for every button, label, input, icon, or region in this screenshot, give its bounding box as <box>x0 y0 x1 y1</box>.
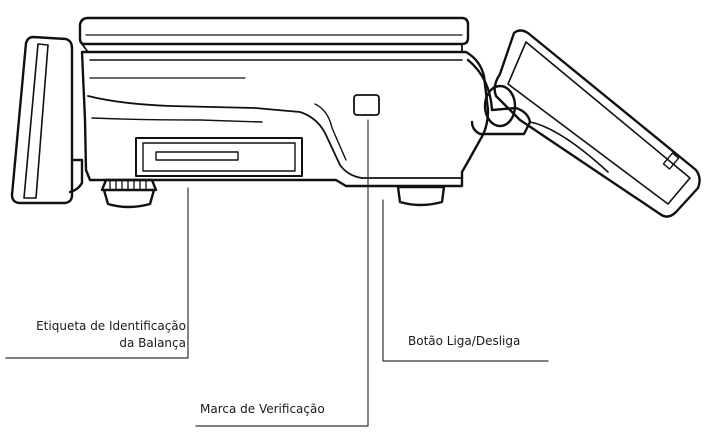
weighing-platter <box>78 16 470 53</box>
callout-label-marca: Marca de Verificação <box>200 402 325 416</box>
scale-body <box>80 50 490 188</box>
identification-label-plate <box>135 137 303 177</box>
callout-etiqueta-line2: da Balança <box>119 336 186 350</box>
callout-label-botao: Botão Liga/Desliga <box>408 334 521 348</box>
front-foot <box>100 178 158 209</box>
leader-line-etiqueta <box>5 187 189 359</box>
left-display-panel <box>10 35 84 205</box>
leader-line-marca <box>195 119 369 427</box>
callout-etiqueta-line1: Etiqueta de Identificação <box>36 319 186 333</box>
callout-label-etiqueta: Etiqueta de Identificação da Balança <box>8 318 186 352</box>
rear-foot <box>396 185 446 207</box>
leader-line-botao <box>382 199 549 362</box>
right-display-panel <box>466 29 701 218</box>
